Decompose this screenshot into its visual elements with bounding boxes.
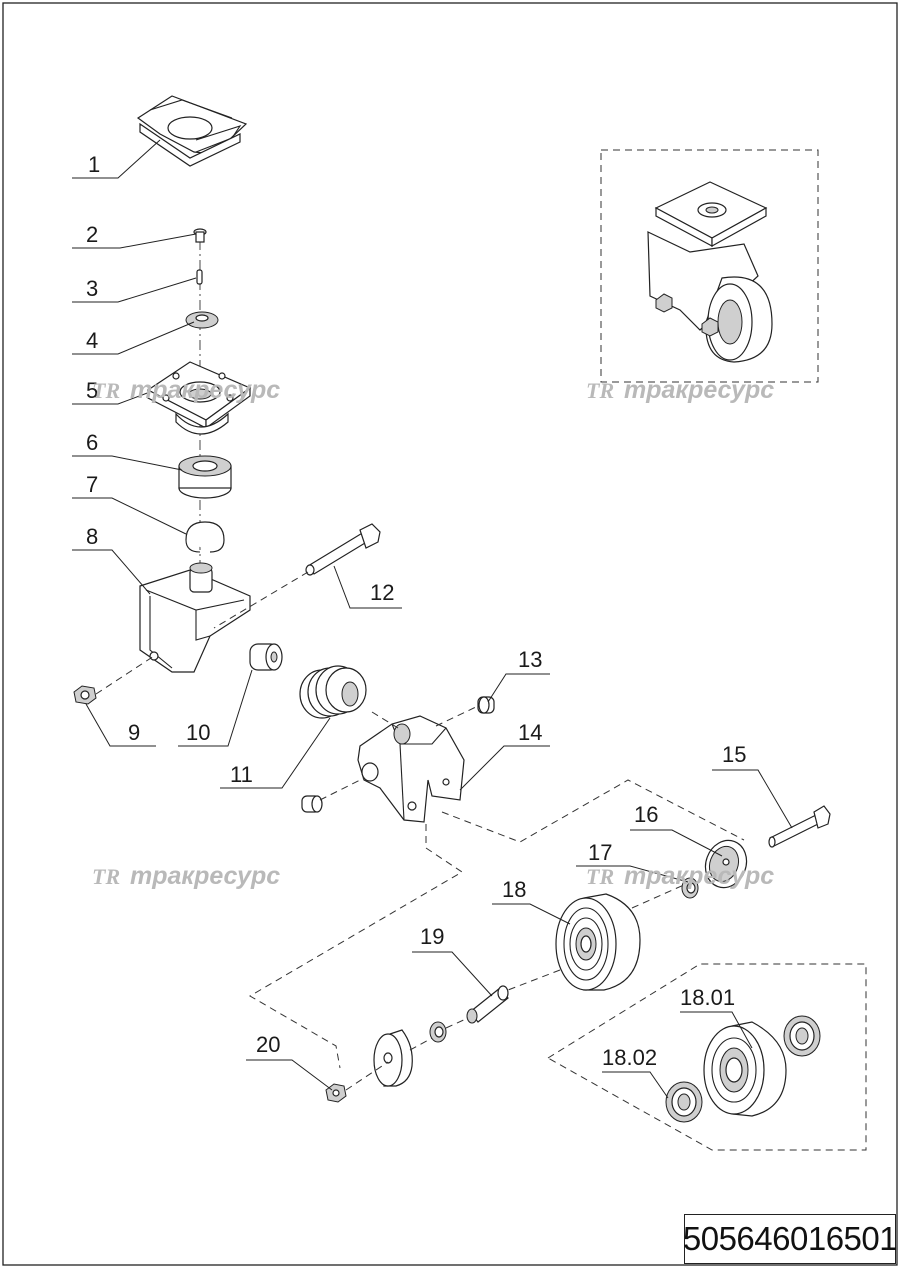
part-7-circlip <box>185 521 225 553</box>
callout-18-01: 18.01 <box>680 985 735 1010</box>
part-1-shim-plate <box>136 95 248 167</box>
part-13-bushing <box>477 696 495 714</box>
part-18-02-bearing <box>665 1081 703 1123</box>
part-19-axle-sleeve <box>466 985 509 1024</box>
callout-12: 12 <box>370 580 394 605</box>
callout-19: 19 <box>420 924 444 949</box>
callout-18: 18 <box>502 877 526 902</box>
callout-11: 11 <box>230 762 253 787</box>
part-18-01-wheel-hub <box>703 1021 787 1117</box>
watermark-3: TR тракресурс <box>92 862 280 890</box>
callout-14: 14 <box>518 720 542 745</box>
callout-20: 20 <box>256 1032 280 1057</box>
part-8-fork-bracket <box>139 562 251 673</box>
document-number: 505646016501 <box>683 1214 898 1264</box>
callout-10: 10 <box>186 720 210 745</box>
callout-5: 5 <box>86 378 98 403</box>
callout-8: 8 <box>86 524 98 549</box>
svg-text:TR: TR <box>92 864 120 889</box>
svg-text:TR: TR <box>92 378 120 403</box>
part-11-spring <box>299 665 367 719</box>
part-14-wheel-fork <box>357 715 465 823</box>
svg-text:тракресурс: тракресурс <box>130 862 280 890</box>
svg-text:тракресурс: тракресурс <box>624 862 774 890</box>
part-6-bearing <box>178 455 232 499</box>
part-2-screw <box>193 228 207 243</box>
callout-13: 13 <box>518 647 542 672</box>
callout-18-02: 18.02 <box>602 1045 657 1070</box>
svg-text:TR: TR <box>586 864 614 889</box>
part-10-bushing <box>249 643 283 671</box>
part-18-wheel <box>555 893 641 991</box>
callout-9: 9 <box>128 720 140 745</box>
assembled-caster-view <box>647 181 773 363</box>
callout-2: 2 <box>86 222 98 247</box>
callout-leaders <box>72 139 793 1099</box>
callout-4: 4 <box>86 328 98 353</box>
callout-15: 15 <box>722 742 746 767</box>
callout-16: 16 <box>634 802 658 827</box>
svg-text:TR: TR <box>586 378 614 403</box>
part-20-nut-and-disc <box>325 1021 447 1103</box>
part-18-01-bearing <box>783 1015 821 1057</box>
svg-text:тракресурс: тракресурс <box>130 376 280 404</box>
svg-text:тракресурс: тракресурс <box>624 376 774 404</box>
part-14-bushing-lower <box>301 795 323 813</box>
part-9-nut <box>73 685 97 705</box>
callout-labels: 1 2 3 4 5 6 7 8 9 10 11 12 13 14 15 16 1… <box>86 152 746 1070</box>
part-4-washer <box>185 311 219 329</box>
callout-6: 6 <box>86 430 98 455</box>
callout-17: 17 <box>588 840 612 865</box>
part-15-axle-bolt <box>768 805 831 848</box>
part-17-spacer-ring <box>681 877 699 899</box>
part-12-bolt <box>305 523 381 576</box>
watermark-2: TR тракресурс <box>586 376 774 404</box>
part-5-mounting-plate <box>146 361 252 435</box>
watermark-4: TR тракресурс <box>586 862 774 890</box>
watermark-1: TR тракресурс <box>92 376 280 404</box>
callout-3: 3 <box>86 276 98 301</box>
callout-1: 1 <box>88 152 100 177</box>
callout-7: 7 <box>86 472 98 497</box>
part-3-pin <box>196 269 203 285</box>
